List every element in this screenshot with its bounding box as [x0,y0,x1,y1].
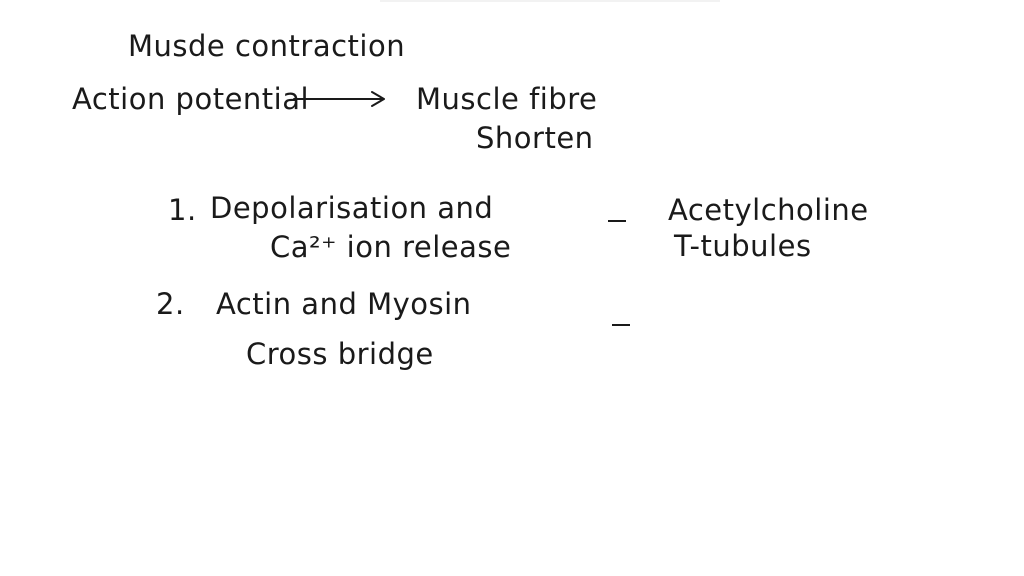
step-2-line2: Cross bridge [246,337,434,371]
right-arrow-icon [293,91,385,107]
step-2-number: 2. [156,287,185,321]
step-2-line1: Actin and Myosin [216,287,472,321]
step-1-line1: Depolarisation and [210,191,494,225]
step-1-number: 1. [168,193,197,227]
step-1-dash-icon [608,220,626,222]
overview-effect-line2: Shorten [476,121,594,155]
overview-cause: Action potential [72,82,310,116]
step-1-note-line1: Acetylcholine [668,193,869,227]
overview-effect-line1: Muscle fibre [416,82,598,116]
step-2-dash-icon [612,324,630,326]
step-1-line2: Ca²⁺ ion release [270,230,512,264]
canvas-top-edge [380,0,720,2]
page-title: Musde contraction [128,29,406,63]
step-1-note-line2: T-tubules [674,229,812,263]
